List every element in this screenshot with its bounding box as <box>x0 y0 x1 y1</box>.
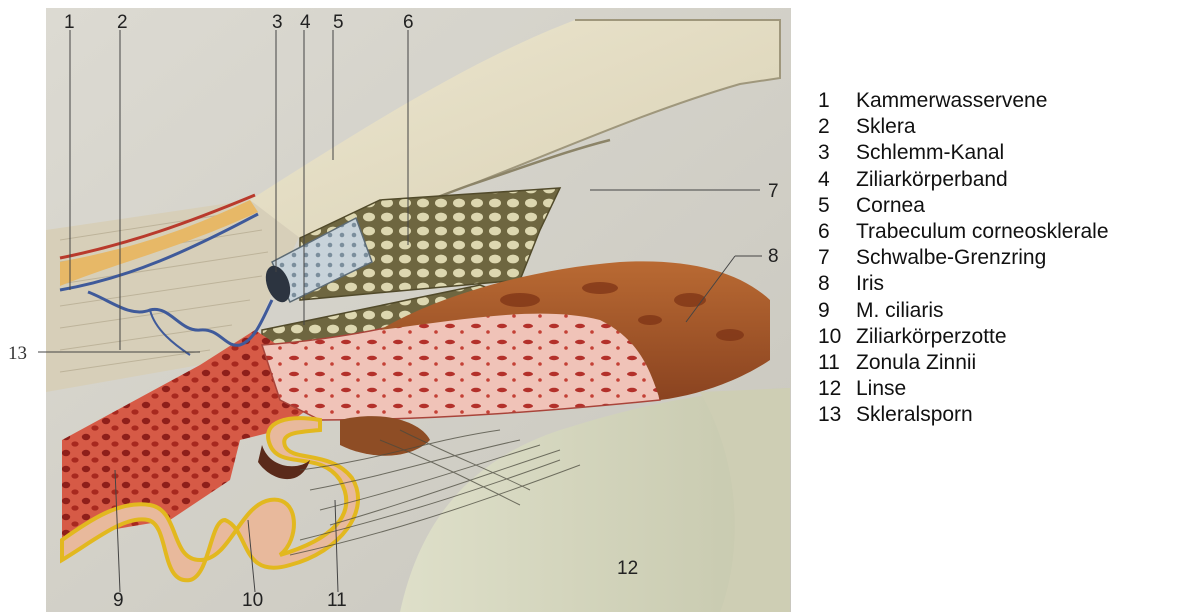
legend-text: Schwalbe-Grenzring <box>856 246 1046 269</box>
legend-text: Sklera <box>856 115 916 138</box>
label-top-4: 4 <box>300 12 311 33</box>
legend-number: 9 <box>818 298 856 324</box>
legend-text: Ziliarkörperband <box>856 168 1008 191</box>
legend-text: Linse <box>856 377 906 400</box>
label-right-8: 8 <box>768 246 779 267</box>
label-top-6: 6 <box>403 12 414 33</box>
legend-text: Trabeculum corneosklerale <box>856 220 1109 243</box>
legend-number: 4 <box>818 167 856 193</box>
legend-number: 1 <box>818 88 856 114</box>
legend-number: 11 <box>818 350 856 376</box>
legend-text: Iris <box>856 272 884 295</box>
label-bottom-11: 11 <box>327 590 347 611</box>
legend-text: Zonula Zinnii <box>856 351 976 374</box>
legend-number: 2 <box>818 114 856 140</box>
label-left-13: 13 <box>8 343 27 364</box>
label-top-2: 2 <box>117 12 128 33</box>
legend-number: 5 <box>818 193 856 219</box>
legend-number: 12 <box>818 376 856 402</box>
legend-text: Ziliarkörperzotte <box>856 325 1007 348</box>
legend-number: 3 <box>818 140 856 166</box>
label-bottom-9: 9 <box>113 590 124 611</box>
legend-number: 13 <box>818 402 856 428</box>
legend-number: 7 <box>818 245 856 271</box>
legend-number: 8 <box>818 271 856 297</box>
legend-number: 6 <box>818 219 856 245</box>
legend-text: M. ciliaris <box>856 299 944 322</box>
legend-text: Kammerwasservene <box>856 89 1047 112</box>
legend-number: 10 <box>818 324 856 350</box>
legend-text: Cornea <box>856 194 925 217</box>
label-right-7: 7 <box>768 181 779 202</box>
label-top-5: 5 <box>333 12 344 33</box>
legend-text: Schlemm-Kanal <box>856 141 1004 164</box>
label-lens-12: 12 <box>617 558 638 579</box>
label-top-3: 3 <box>272 12 283 33</box>
legend-text: Skleralsporn <box>856 403 973 426</box>
label-bottom-10: 10 <box>242 590 263 611</box>
label-top-1: 1 <box>64 12 75 33</box>
